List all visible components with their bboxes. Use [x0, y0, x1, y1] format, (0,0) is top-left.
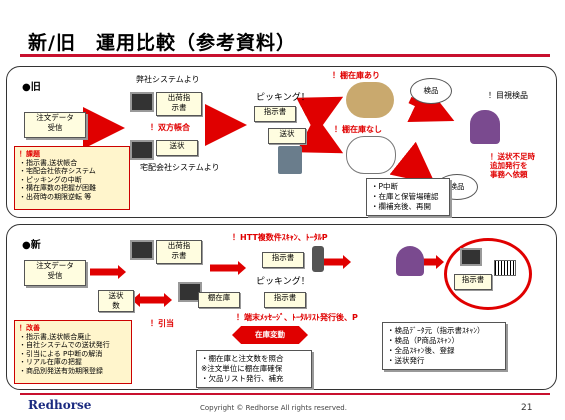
new-improve-1: ・指示書,送状帳合廃止: [19, 332, 92, 341]
old-shortage-line2: 追加発行を: [490, 161, 528, 170]
new-allocate-1: ・棚在庫と注文数を照合: [201, 354, 284, 363]
pc-icon: [130, 140, 154, 160]
old-p-interrupt: ・P中断 ・在庫と保管場確認 ・欄補充後、再開: [366, 178, 450, 216]
new-inspect-box: ・検品ﾃﾞｰﾀ元（指示書ｽｷｬﾝ） ・検品（P商品ｽｷｬﾝ） ・全品ｽｷｬﾝ後、…: [382, 322, 506, 370]
new-stock-change-label: 在庫変動: [255, 330, 285, 339]
footer-rule: [20, 393, 550, 395]
old-issue-5: ・出荷時の期限逆転 等: [19, 192, 92, 201]
new-improvements: ！改善 ・指示書,送状帳合廃止 ・自社システムでの送状発行 ・引当による P中断…: [14, 320, 132, 384]
new-section-label: ●新: [22, 240, 41, 251]
worker-icon: [396, 246, 424, 276]
old-issue-4: ・構在庫数の把握が困難: [19, 184, 96, 192]
old-src-delivery: 宅配会社システムより: [140, 163, 220, 172]
shelf-icon: [346, 82, 394, 118]
arrow-old-3: [296, 96, 344, 135]
old-doc-delivery: 送状: [156, 140, 198, 156]
new-allocate-2: ※注文単位に棚在庫確保: [201, 364, 283, 373]
old-src-warehouse: 弊社システムより: [136, 75, 200, 84]
old-doc-delivery2: 送状: [268, 128, 306, 144]
new-inspect-2: ・検品（P商品ｽｷｬﾝ）: [387, 336, 460, 345]
new-order-line2: 受信: [47, 271, 63, 280]
old-issues: ！課題 ・指示書,送状帳合 ・宅配会社依存システム ・ピッキングの中断 ・構在庫…: [14, 146, 130, 210]
old-order-line2: 受信: [47, 123, 63, 132]
cart-icon: [278, 146, 302, 174]
new-inspect-3: ・全品ｽｷｬﾝ後、登録: [387, 346, 455, 355]
old-shortage-line3: 事務へ依頼: [490, 170, 528, 179]
old-doc-instruct: 指示書: [254, 106, 296, 122]
redhorse-logo: Redhorse: [28, 398, 92, 412]
new-improve-4: ・リアル在庫の把握: [19, 358, 82, 366]
new-picking: ピッキング！: [256, 277, 310, 287]
new-inspect-1: ・検品ﾃﾞｰﾀ元（指示書ｽｷｬﾝ）: [387, 326, 485, 335]
new-doc-shipping: 出荷指 示書: [156, 240, 202, 264]
new-doc-shipping-line2: 示書: [171, 251, 187, 260]
old-issue-3: ・ピッキングの中断: [19, 175, 82, 184]
new-delivery-line2: 数: [112, 301, 120, 310]
new-order-receive: 注文データ 受信: [24, 260, 86, 286]
copyright: Copyright © Redhorse All rights reserved…: [200, 404, 347, 412]
arrow-old-5: [407, 84, 455, 122]
new-stock: 棚在庫: [198, 292, 240, 308]
new-delivery-line1: 送状: [108, 291, 124, 300]
old-inspect1: 検品: [423, 86, 439, 95]
new-doc-instruct3: 指示書: [454, 274, 492, 290]
old-p-interrupt-2: ・在庫と保管場確認: [371, 192, 439, 201]
old-stock-no: ！棚在庫なし: [334, 125, 382, 134]
inspect-bubble: 検品: [410, 78, 452, 104]
arrow-old-4: [296, 115, 344, 154]
old-order-line1: 注文データ: [36, 113, 74, 122]
new-stock-change: 在庫変動: [232, 326, 308, 344]
new-improve-3: ・引当による P中断の解消: [19, 349, 103, 358]
old-p-interrupt-1: ・P中断: [371, 182, 399, 191]
new-allocate-box: ・棚在庫と注文数を照合 ※注文単位に棚在庫確保 ・欠品リスト発行、補充: [196, 350, 312, 388]
old-doc-shipping: 出荷指 示書: [156, 92, 202, 116]
new-inspect-4: ・送状発行: [387, 356, 425, 365]
new-allocate: ！引当: [150, 319, 174, 328]
title-rule: [20, 54, 550, 57]
old-issue-1: ・指示書,送状帳合: [19, 158, 78, 167]
old-doc-shipping-line2: 示書: [171, 103, 187, 112]
new-doc-shipping-line1: 出荷指: [167, 241, 191, 250]
old-order-receive: 注文データ 受信: [24, 112, 86, 138]
old-section-label: ●旧: [22, 82, 41, 93]
old-visual-check: ！目視検品: [488, 91, 528, 100]
old-shortage-line1: ！送状不足時: [490, 152, 535, 161]
arrow-old-6: [389, 141, 436, 185]
old-double-issue: ！双方帳合: [150, 123, 190, 132]
pc-icon: [130, 240, 154, 260]
barcode-icon: [494, 260, 516, 276]
old-inspect2: 検品: [449, 182, 465, 191]
old-shortage: ！送状不足時 追加発行を 事務へ依頼: [490, 152, 535, 179]
scanner-icon: [312, 246, 324, 272]
old-doc-shipping-line1: 出荷指: [167, 93, 191, 102]
new-improve-2: ・自社システムでの送状発行: [19, 341, 110, 349]
new-htt: ！HTT複数件ｽｷｬﾝ、ﾄｰﾀﾙP: [232, 233, 328, 242]
new-allocate-3: ・欠品リスト発行、補充: [201, 374, 284, 383]
old-picking: ピッキング！: [256, 93, 310, 103]
worker-icon: [470, 110, 500, 144]
new-delivery-notes: 送状 数: [98, 290, 134, 312]
page-title: 新/旧 運用比較（参考資料）: [28, 32, 296, 54]
new-doc-instruct2: 指示書: [264, 292, 306, 308]
old-p-interrupt-3: ・欄補充後、再開: [371, 202, 431, 211]
pc-icon: [130, 92, 154, 112]
new-improve-5: ・商品別発送有効期限登録: [19, 366, 103, 375]
new-doc-instruct1: 指示書: [262, 252, 304, 268]
new-order-line1: 注文データ: [36, 261, 74, 270]
page-number: 21: [521, 403, 533, 413]
old-issue-2: ・宅配会社依存システム: [19, 167, 96, 175]
pc-icon: [460, 248, 482, 266]
new-terminal: ！端末ﾒｯｾｰｼﾞ、ﾄｰﾀﾙﾘｽﾄ発行後、P: [236, 313, 358, 322]
old-issues-title: ！課題: [19, 150, 40, 158]
shelf-empty-icon: [346, 136, 396, 174]
old-stock-yes: ！棚在庫あり: [332, 71, 380, 80]
new-improve-title: ！改善: [19, 324, 40, 332]
